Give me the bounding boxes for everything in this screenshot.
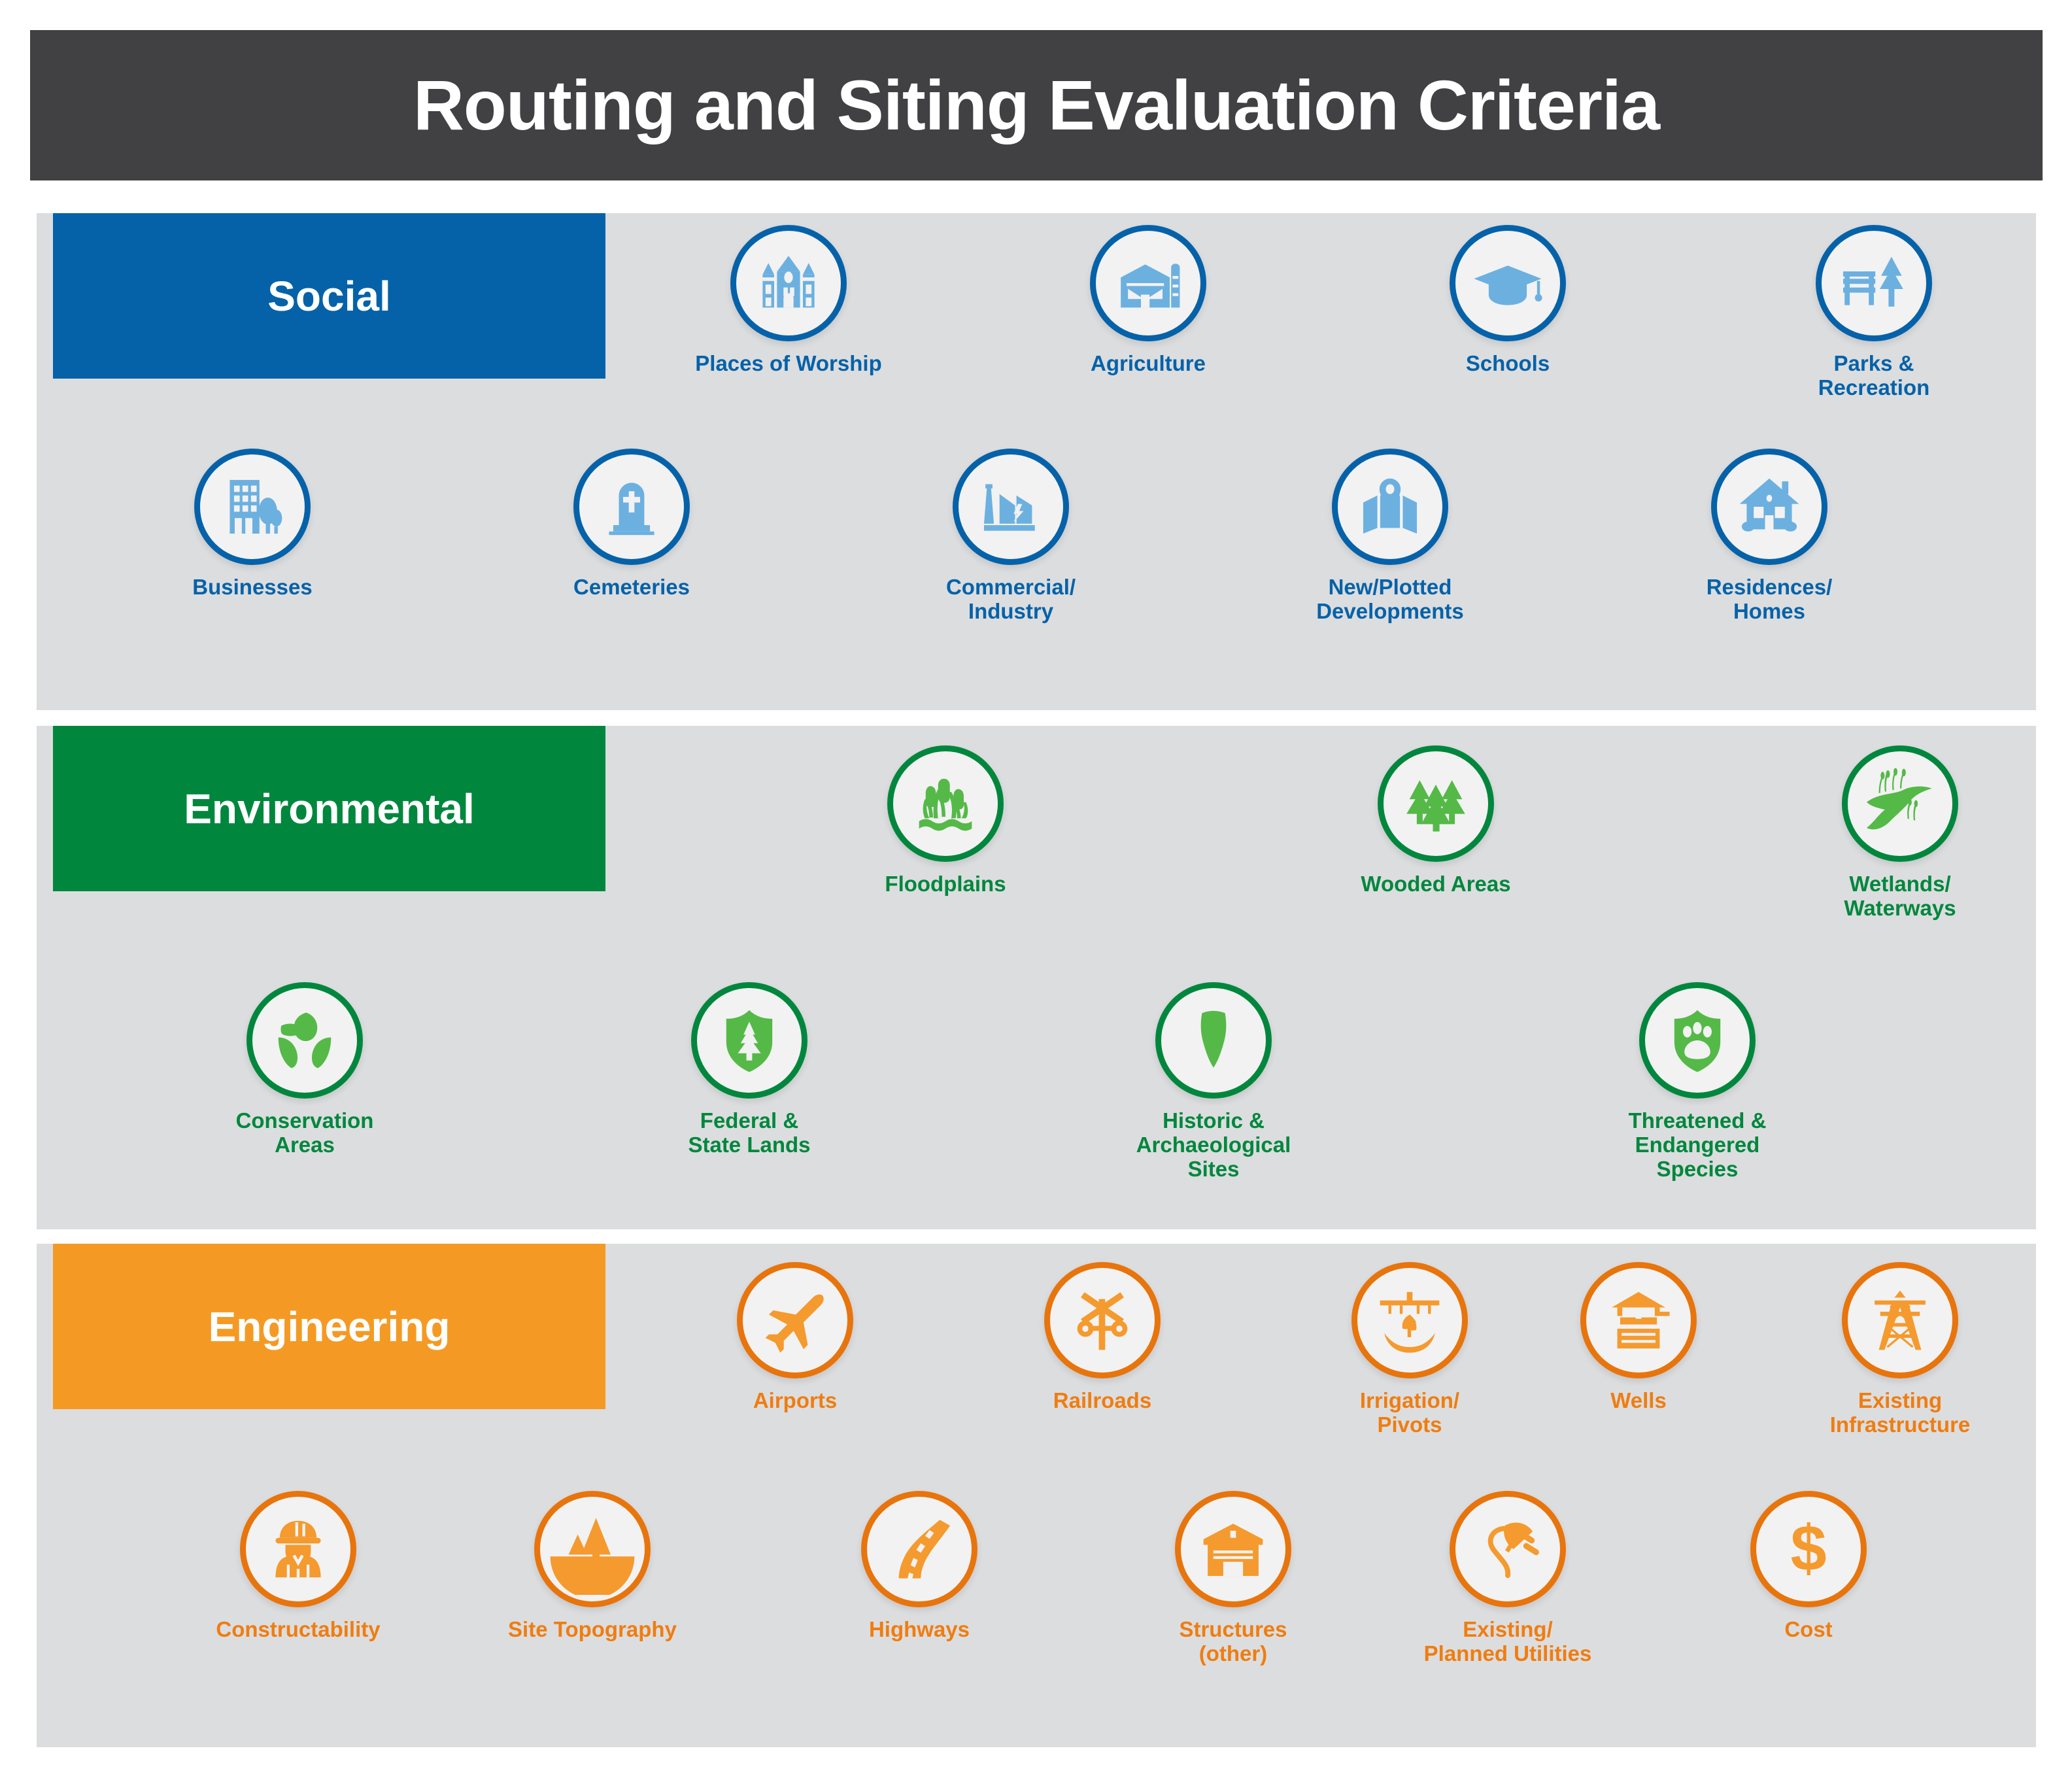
page-title-bar: Routing and Siting Evaluation Criteria: [30, 30, 2043, 180]
criterion-wooded-areas[interactable]: Wooded Areas: [1338, 745, 1534, 897]
headstone-icon: [573, 449, 690, 565]
barn-icon: [1090, 225, 1206, 341]
criterion-label: Conservation Areas: [235, 1108, 374, 1157]
criterion-site-topography[interactable]: Site Topography: [494, 1491, 690, 1642]
section-social: Social Places of W: [37, 213, 2036, 710]
criterion-label: Parks & Recreation: [1818, 351, 1930, 400]
section-header-social: Social: [53, 213, 605, 379]
pine-trees-icon: [1378, 745, 1494, 862]
criterion-label: Wetlands/ Waterways: [1844, 872, 1956, 920]
criterion-wells[interactable]: Wells: [1540, 1262, 1737, 1413]
section-label-environmental: Environmental: [184, 785, 475, 832]
hard-hat-worker-icon: [240, 1491, 356, 1607]
section-header-environmental: Environmental: [53, 726, 605, 891]
criterion-businesses[interactable]: Businesses: [154, 449, 350, 600]
leaves-icon: [246, 982, 363, 1099]
criterion-label: Historic & Archaeological Sites: [1136, 1108, 1291, 1181]
criterion-agriculture[interactable]: Agriculture: [1050, 225, 1246, 376]
criterion-airports[interactable]: Airports: [697, 1262, 893, 1413]
barn-structure-icon: [1175, 1491, 1291, 1607]
topography-icon: [534, 1491, 651, 1607]
criterion-constructability[interactable]: Constructability: [200, 1491, 396, 1642]
criterion-cemeteries[interactable]: Cemeteries: [534, 449, 730, 600]
criterion-existing-infrastructure[interactable]: Existing Infrastructure: [1802, 1262, 1998, 1437]
criterion-historic-archaeological-sites[interactable]: Historic & Archaeological Sites: [1115, 982, 1312, 1182]
criterion-label: Schools: [1465, 351, 1550, 375]
page-title: Routing and Siting Evaluation Criteria: [413, 65, 1660, 145]
railroad-crossing-icon: [1044, 1262, 1161, 1378]
criterion-label: Cemeteries: [573, 575, 690, 599]
section-header-engineering: Engineering: [53, 1244, 605, 1409]
water-well-icon: [1580, 1262, 1697, 1378]
criterion-existing-planned-utilities[interactable]: Existing/ Planned Utilities: [1410, 1491, 1606, 1666]
criterion-parks-recreation[interactable]: Parks & Recreation: [1776, 225, 1972, 400]
criterion-label: Residences/ Homes: [1706, 575, 1833, 623]
section-engineering: Engineering Airports: [37, 1244, 2036, 1747]
criterion-label: Businesses: [192, 575, 313, 599]
criterion-threatened-endangered-species[interactable]: Threatened & Endangered Species: [1599, 982, 1795, 1182]
criterion-residences-homes[interactable]: Residences/ Homes: [1671, 449, 1867, 624]
criterion-schools[interactable]: Schools: [1410, 225, 1606, 376]
section-label-social: Social: [267, 272, 391, 320]
criterion-label: New/Plotted Developments: [1316, 575, 1464, 623]
criterion-irrigation-pivots[interactable]: Irrigation/ Pivots: [1312, 1262, 1508, 1437]
criterion-label: Cost: [1784, 1617, 1833, 1641]
arrowhead-icon: [1155, 982, 1272, 1099]
criterion-federal-state-lands[interactable]: Federal & State Lands: [651, 982, 847, 1157]
svg-text:$: $: [1790, 1514, 1826, 1584]
criterion-new-plotted-developments[interactable]: New/Plotted Developments: [1292, 449, 1488, 624]
criterion-label: Site Topography: [508, 1617, 677, 1641]
church-icon: [730, 225, 847, 341]
criterion-label: Irrigation/ Pivots: [1359, 1388, 1460, 1437]
criterion-label: Railroads: [1053, 1388, 1152, 1412]
criterion-floodplains[interactable]: Floodplains: [847, 745, 1044, 897]
airplane-icon: [737, 1262, 853, 1378]
highway-icon: [861, 1491, 977, 1607]
criterion-label: Wooded Areas: [1361, 872, 1511, 896]
criterion-label: Federal & State Lands: [688, 1108, 811, 1157]
criterion-label: Floodplains: [885, 872, 1006, 896]
irrigation-pivot-icon: [1351, 1262, 1468, 1378]
criterion-structures-other[interactable]: Structures (other): [1135, 1491, 1331, 1666]
transmission-tower-icon: [1842, 1262, 1958, 1378]
power-plug-icon: [1450, 1491, 1566, 1607]
stream-icon: [1842, 745, 1958, 862]
graduation-cap-icon: [1450, 225, 1566, 341]
shield-tree-icon: [691, 982, 807, 1099]
criterion-label: Constructability: [216, 1617, 381, 1641]
house-icon: [1711, 449, 1827, 565]
criterion-places-of-worship[interactable]: Places of Worship: [690, 225, 887, 376]
criterion-label: Existing/ Planned Utilities: [1423, 1617, 1592, 1665]
criterion-railroads[interactable]: Railroads: [1004, 1262, 1200, 1413]
criterion-commercial-industry[interactable]: Commercial/ Industry: [913, 449, 1109, 624]
criterion-wetlands-waterways[interactable]: Wetlands/ Waterways: [1802, 745, 1998, 921]
shield-paw-icon: [1639, 982, 1756, 1099]
criterion-label: Threatened & Endangered Species: [1628, 1108, 1767, 1181]
park-bench-tree-icon: [1816, 225, 1932, 341]
criterion-label: Airports: [753, 1388, 838, 1412]
dollar-sign-icon: $: [1750, 1491, 1867, 1607]
criterion-label: Places of Worship: [695, 351, 882, 375]
cattails-icon: [887, 745, 1004, 862]
section-label-engineering: Engineering: [208, 1303, 450, 1350]
factory-icon: [953, 449, 1069, 565]
criterion-highways[interactable]: Highways: [821, 1491, 1017, 1642]
map-pin-icon: [1332, 449, 1448, 565]
criterion-conservation-areas[interactable]: Conservation Areas: [207, 982, 403, 1157]
section-environmental: Environmental Floodplains: [37, 726, 2036, 1229]
criterion-label: Agriculture: [1090, 351, 1206, 375]
criterion-label: Commercial/ Industry: [945, 575, 1076, 623]
criterion-label: Wells: [1610, 1388, 1667, 1412]
criterion-label: Structures (other): [1179, 1617, 1287, 1665]
criterion-label: Existing Infrastructure: [1829, 1388, 1971, 1437]
criterion-label: Highways: [868, 1617, 970, 1641]
office-building-icon: [194, 449, 311, 565]
criterion-cost[interactable]: $ Cost: [1710, 1491, 1907, 1642]
